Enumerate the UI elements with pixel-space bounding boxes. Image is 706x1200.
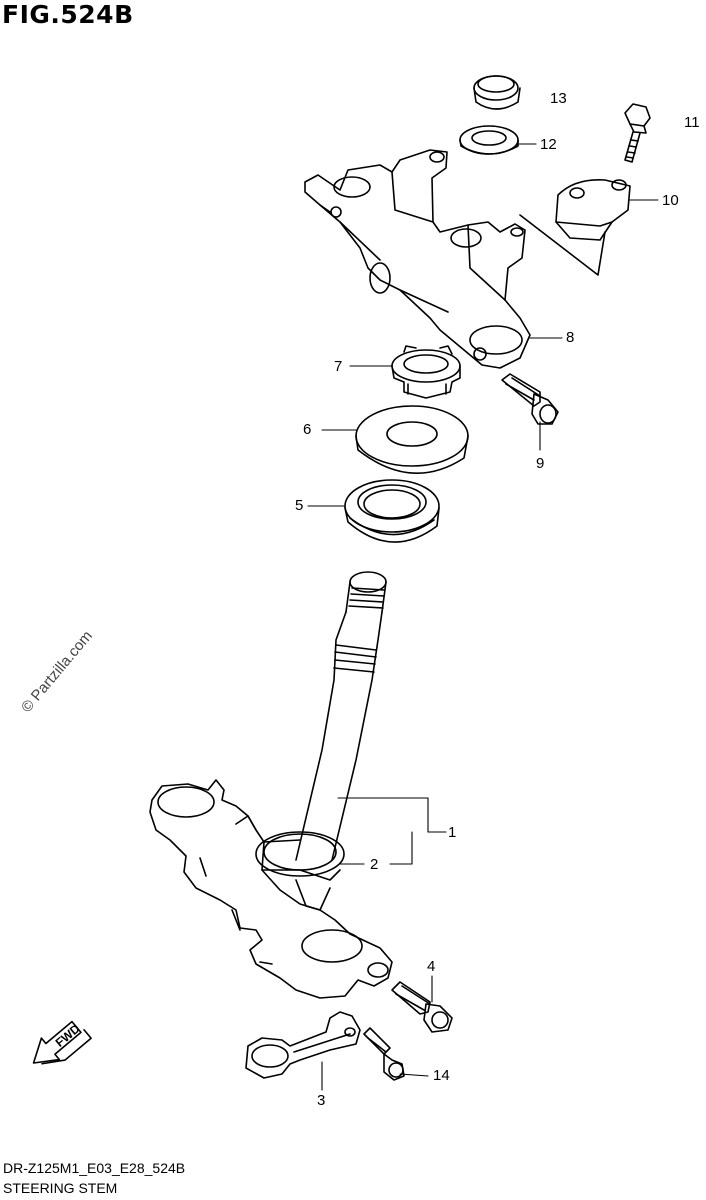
part-13-cap <box>473 75 521 110</box>
part-4-bolt <box>391 981 453 1033</box>
part-9-bolt <box>501 373 559 425</box>
part-1-steering-stem <box>255 571 387 877</box>
part-5-bearing <box>344 479 440 543</box>
figure-title: FIG.524B <box>2 0 134 29</box>
callout-10: 10 <box>662 192 679 209</box>
part-11-bolt <box>624 103 651 163</box>
lower-bracket <box>149 779 393 999</box>
callout-12: 12 <box>540 136 557 153</box>
part-8-upper-bracket <box>304 149 531 369</box>
part-6-dust-seal <box>355 405 469 474</box>
part-3-hose-guide <box>245 1011 361 1079</box>
callout-2: 2 <box>370 856 379 873</box>
fwd-arrow: FWD <box>32 1020 92 1065</box>
fwd-label: FWD <box>53 1021 83 1050</box>
callout-4: 4 <box>427 958 436 975</box>
callout-14: 14 <box>433 1067 450 1084</box>
callout-3: 3 <box>317 1092 326 1109</box>
callout-6: 6 <box>303 421 312 438</box>
callout-5: 5 <box>295 497 304 514</box>
callout-9: 9 <box>536 455 545 472</box>
figure-code: DR-Z125M1_E03_E28_524B <box>3 1160 186 1176</box>
callout-7: 7 <box>334 358 343 375</box>
callout-8: 8 <box>566 329 575 346</box>
part-10-holder-cap <box>519 178 631 276</box>
callout-13: 13 <box>550 90 567 107</box>
part-7-nut <box>391 345 461 399</box>
part-14-screw <box>363 1027 405 1081</box>
figure-name: STEERING STEM <box>3 1180 118 1196</box>
leader-lines <box>307 143 659 1091</box>
part-12-washer <box>459 125 519 155</box>
callout-11: 11 <box>684 114 700 131</box>
callout-1: 1 <box>448 824 457 841</box>
